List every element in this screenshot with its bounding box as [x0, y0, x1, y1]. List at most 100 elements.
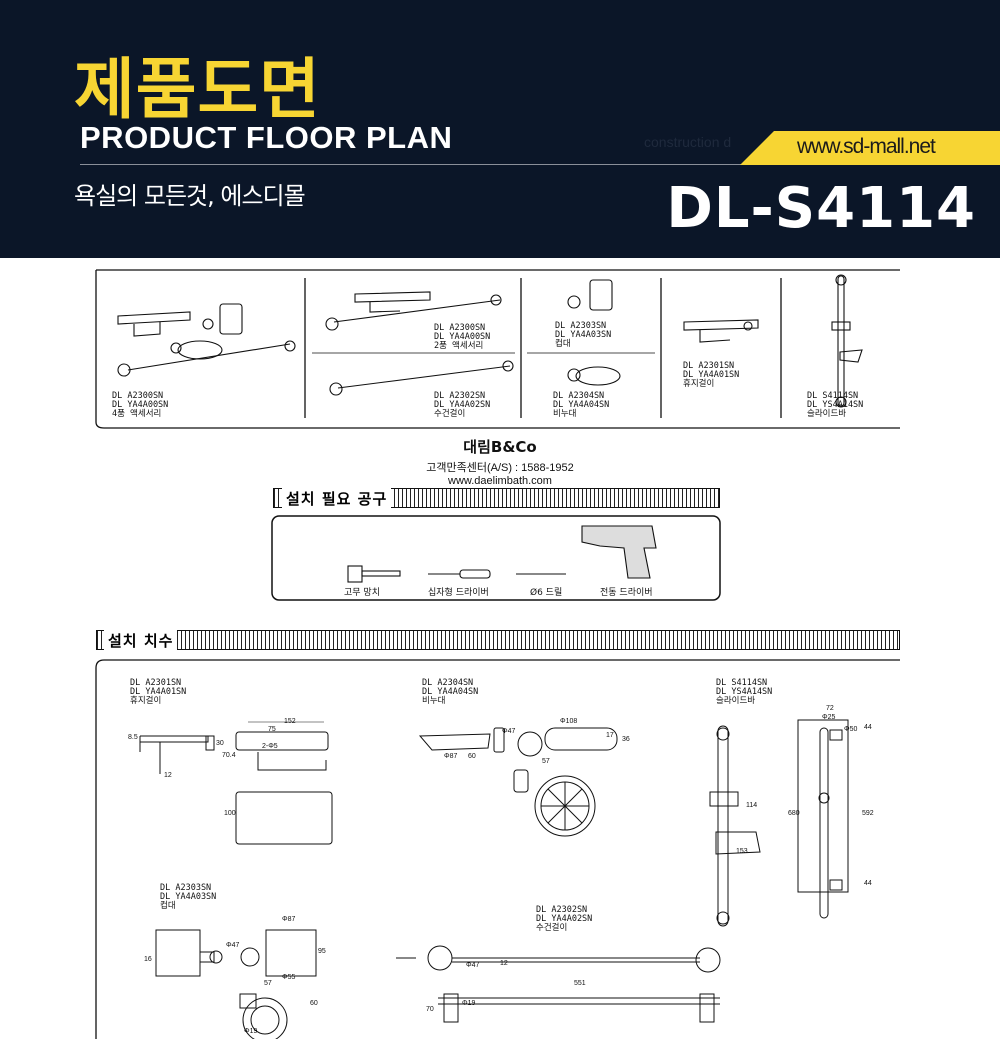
dim-item-cup-holder: DL A2303SN DL YA4A03SN 컵대: [160, 884, 216, 911]
dim-item-paper-holder: DL A2301SN DL YA4A01SN 휴지걸이: [130, 679, 186, 706]
code-primary: DL A2301SN: [683, 361, 735, 371]
item-name: 2품 액세서리: [434, 341, 484, 351]
dim-label: Φ87: [282, 916, 296, 923]
catalog-frame: [95, 269, 900, 429]
code-secondary: DL YA4A00SN: [434, 332, 491, 342]
dim-label: 551: [574, 980, 586, 987]
dim-label: Φ87: [444, 753, 458, 760]
tools-title: 설치 필요 공구: [282, 488, 392, 509]
company-website[interactable]: www.daelimbath.com: [448, 475, 552, 487]
item-name: 비누대: [553, 409, 577, 419]
code-primary: DL A2304SN: [422, 678, 474, 688]
dim-item-soap-dish: DL A2304SN DL YA4A04SN 비누대: [422, 679, 478, 706]
dim-label: 152: [284, 718, 296, 725]
item-name: 슬라이드바: [807, 409, 847, 419]
code-secondary: DL YA4A01SN: [683, 370, 740, 380]
catalog-item-2: DL A2302SN DL YA4A02SN 수건걸이: [434, 392, 490, 419]
dim-label: 12: [500, 960, 508, 967]
company-name: 대림B&Co: [463, 438, 537, 456]
product-drawing: DL A2300SN DL YA4A00SN 4품 액세서리 DL A2300S…: [0, 258, 1000, 1039]
item-name: 컵대: [555, 339, 571, 349]
dim-label: 12: [164, 772, 172, 779]
dim-label: Φ50: [844, 726, 858, 733]
dim-label: Φ25: [822, 714, 836, 721]
catalog-item-3: DL A2303SN DL YA4A03SN 컵대: [555, 322, 611, 349]
dim-item-towel-bar: DL A2302SN DL YA4A02SN 수건걸이: [536, 906, 592, 933]
dim-label: 57: [264, 980, 272, 987]
dim-label: Φ47: [502, 728, 516, 735]
catalog-item-4: DL A2304SN DL YA4A04SN 비누대: [553, 392, 609, 419]
code-primary: DL A2300SN: [112, 391, 164, 401]
dim-label: Φ19: [244, 1028, 258, 1035]
code-primary: DL A2300SN: [434, 323, 486, 333]
item-name: 슬라이드바: [716, 696, 756, 706]
dim-label: 44: [864, 724, 872, 731]
watermark-text: construction d: [644, 134, 732, 150]
tool-label-screwdriver: 십자형 드라이버: [428, 588, 489, 598]
code-primary: DL A2303SN: [160, 883, 212, 893]
code-secondary: DL YS4A14SN: [807, 400, 864, 410]
code-secondary: DL YA4A03SN: [555, 330, 612, 340]
page-title: 제품도면: [74, 51, 321, 128]
dim-label: 36: [622, 736, 630, 743]
service-center: 고객만족센터(A/S) : 1588-1952: [426, 462, 574, 474]
code-secondary: DL YA4A01SN: [130, 687, 187, 697]
dim-label: Φ47: [226, 942, 240, 949]
dim-label: 70.4: [222, 752, 236, 759]
dim-label: 2-Φ5: [262, 743, 278, 750]
dim-label: 70: [426, 1006, 434, 1013]
code-primary: DL A2302SN: [536, 905, 588, 915]
catalog-item-1: DL A2300SN DL YA4A00SN 2품 액세서리: [434, 324, 490, 351]
code-primary: DL S4114SN: [716, 678, 768, 688]
dim-label: 75: [268, 726, 276, 733]
dim-label: Φ108: [560, 718, 578, 725]
dim-label: 16: [144, 956, 152, 963]
dimensions-header-bar: [96, 630, 900, 650]
code-primary: DL A2302SN: [434, 391, 486, 401]
dim-label: 95: [318, 948, 326, 955]
tool-label-mallet: 고무 망치: [344, 588, 380, 598]
dim-label: 60: [310, 1000, 318, 1007]
dim-label: 153: [736, 848, 748, 855]
code-secondary: DL YA4A03SN: [160, 892, 217, 902]
code-secondary: DL YA4A02SN: [536, 914, 593, 924]
dim-label: 680: [788, 810, 800, 817]
url-strip: [740, 131, 1000, 165]
item-name: 휴지걸이: [683, 379, 715, 389]
dim-item-slide-bar: DL S4114SN DL YS4A14SN 슬라이드바: [716, 679, 772, 706]
dim-label: 44: [864, 880, 872, 887]
catalog-item-0: DL A2300SN DL YA4A00SN 4품 액세서리: [112, 392, 168, 419]
dimensions-title: 설치 치수: [104, 630, 178, 651]
dim-label: 57: [542, 758, 550, 765]
item-name: 수건걸이: [536, 923, 568, 933]
slogan: 욕실의 모든것, 에스디몰: [74, 182, 306, 210]
code-secondary: DL YA4A04SN: [553, 400, 610, 410]
dim-label: 114: [746, 802, 758, 809]
code-secondary: DL YA4A04SN: [422, 687, 479, 697]
page-subtitle: PRODUCT FLOOR PLAN: [80, 120, 453, 155]
item-name: 수건걸이: [434, 409, 466, 419]
dim-label: 30: [216, 740, 224, 747]
code-primary: DL A2301SN: [130, 678, 182, 688]
dim-label: 100: [224, 810, 236, 817]
item-name: 휴지걸이: [130, 696, 162, 706]
dim-label: Φ47: [466, 962, 480, 969]
site-url[interactable]: www.sd-mall.net: [797, 135, 936, 158]
catalog-item-5: DL A2301SN DL YA4A01SN 휴지걸이: [683, 362, 739, 389]
code-secondary: DL YA4A00SN: [112, 400, 169, 410]
dim-label: 60: [468, 753, 476, 760]
item-name: 컵대: [160, 901, 176, 911]
dimensions-drawings: [95, 659, 900, 1039]
tool-label-drill-bit: Ø6 드릴: [530, 588, 563, 598]
model-number: DL-S4114: [666, 176, 976, 241]
dim-label: 72: [826, 705, 834, 712]
item-name: 4품 액세서리: [112, 409, 162, 419]
header-banner: 제품도면 PRODUCT FLOOR PLAN construction d w…: [0, 0, 1000, 258]
dim-label: 17: [606, 732, 614, 739]
catalog-item-6: DL S4114SN DL YS4A14SN 슬라이드바: [807, 392, 863, 419]
code-secondary: DL YS4A14SN: [716, 687, 773, 697]
code-primary: DL A2303SN: [555, 321, 607, 331]
dim-label: Φ55: [282, 974, 296, 981]
dim-label: 592: [862, 810, 874, 817]
company-block: 대림B&Co 고객만족센터(A/S) : 1588-1952 www.daeli…: [380, 436, 620, 487]
